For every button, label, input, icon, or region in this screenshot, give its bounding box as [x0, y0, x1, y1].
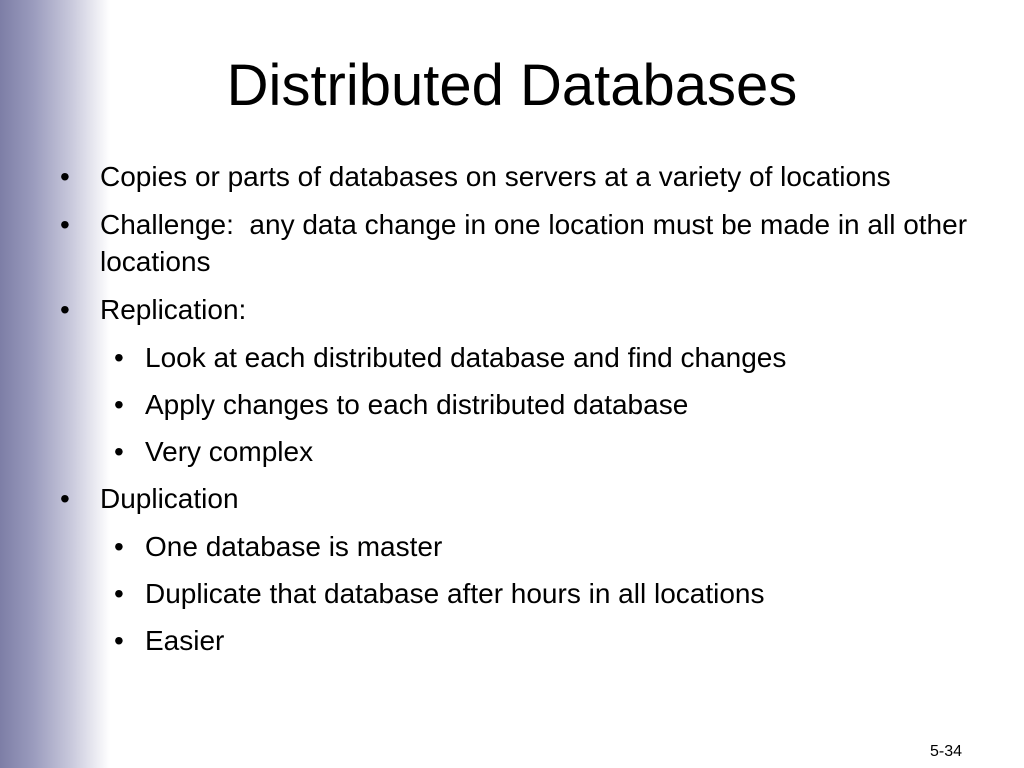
bullet-icon: • [114, 342, 124, 373]
bullet-item: • Duplication [60, 480, 980, 517]
sub-bullet-item: • One database is master [60, 528, 980, 565]
bullet-text: Duplication [100, 483, 239, 514]
bullet-text: One database is master [145, 531, 443, 562]
bullet-icon: • [114, 436, 124, 467]
sub-bullet-item: • Very complex [60, 433, 980, 470]
decorative-side-band [0, 0, 110, 768]
sub-bullet-item: • Easier [60, 622, 980, 659]
bullet-item: • Replication: [60, 291, 980, 328]
bullet-icon: • [60, 209, 70, 240]
bullet-list: • Copies or parts of databases on server… [60, 158, 980, 669]
bullet-text: Copies or parts of databases on servers … [100, 161, 891, 192]
bullet-icon: • [60, 294, 70, 325]
bullet-text: Replication: [100, 294, 247, 325]
sub-bullet-item: • Duplicate that database after hours in… [60, 575, 980, 612]
bullet-text: Duplicate that database after hours in a… [145, 578, 765, 609]
bullet-item: • Challenge: any data change in one loca… [60, 206, 980, 280]
sub-bullet-item: • Apply changes to each distributed data… [60, 386, 980, 423]
bullet-text: Apply changes to each distributed databa… [145, 389, 689, 420]
bullet-icon: • [114, 625, 124, 656]
bullet-text: Easier [145, 625, 225, 656]
slide-title: Distributed Databases [226, 53, 798, 118]
bullet-icon: • [114, 531, 124, 562]
bullet-icon: • [114, 389, 124, 420]
bullet-icon: • [60, 161, 70, 192]
bullet-icon: • [114, 578, 124, 609]
page-number: 5-34 [929, 743, 962, 760]
bullet-icon: • [60, 483, 70, 514]
bullet-text: Very complex [145, 436, 314, 467]
bullet-text: Challenge: any data change in one locati… [100, 209, 975, 277]
bullet-text: Look at each distributed database and fi… [145, 342, 787, 373]
sub-bullet-item: • Look at each distributed database and … [60, 339, 980, 376]
bullet-item: • Copies or parts of databases on server… [60, 158, 980, 195]
